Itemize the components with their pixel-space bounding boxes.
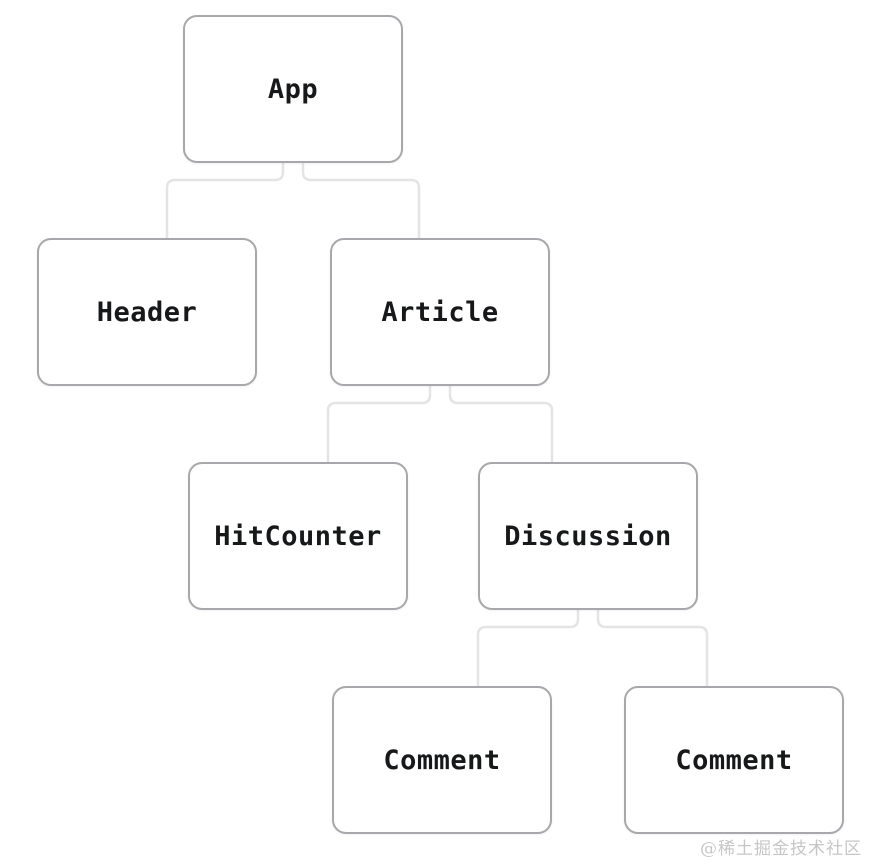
node-comment-1: Comment — [332, 686, 552, 834]
node-comment-2: Comment — [624, 686, 844, 834]
connector-app-article — [301, 163, 421, 239]
connector-discussion-comment-1 — [476, 610, 580, 687]
node-app: App — [183, 15, 403, 163]
node-comment-2-label: Comment — [675, 744, 793, 776]
connector-article-hitcounter — [326, 386, 432, 463]
node-article: Article — [330, 238, 550, 386]
juejin-watermark: @稀土掘金技术社区 — [700, 839, 862, 859]
node-hitcounter-label: HitCounter — [214, 520, 382, 552]
node-app-label: App — [267, 73, 319, 105]
node-hitcounter: HitCounter — [188, 462, 408, 610]
node-discussion-label: Discussion — [504, 520, 672, 552]
node-discussion: Discussion — [478, 462, 698, 610]
node-article-label: Article — [381, 296, 499, 328]
node-header: Header — [37, 238, 257, 386]
connector-discussion-comment-2 — [596, 610, 709, 687]
connector-app-header — [165, 163, 285, 239]
connector-article-discussion — [448, 386, 554, 463]
node-comment-1-label: Comment — [383, 744, 501, 776]
node-header-label: Header — [96, 296, 198, 328]
